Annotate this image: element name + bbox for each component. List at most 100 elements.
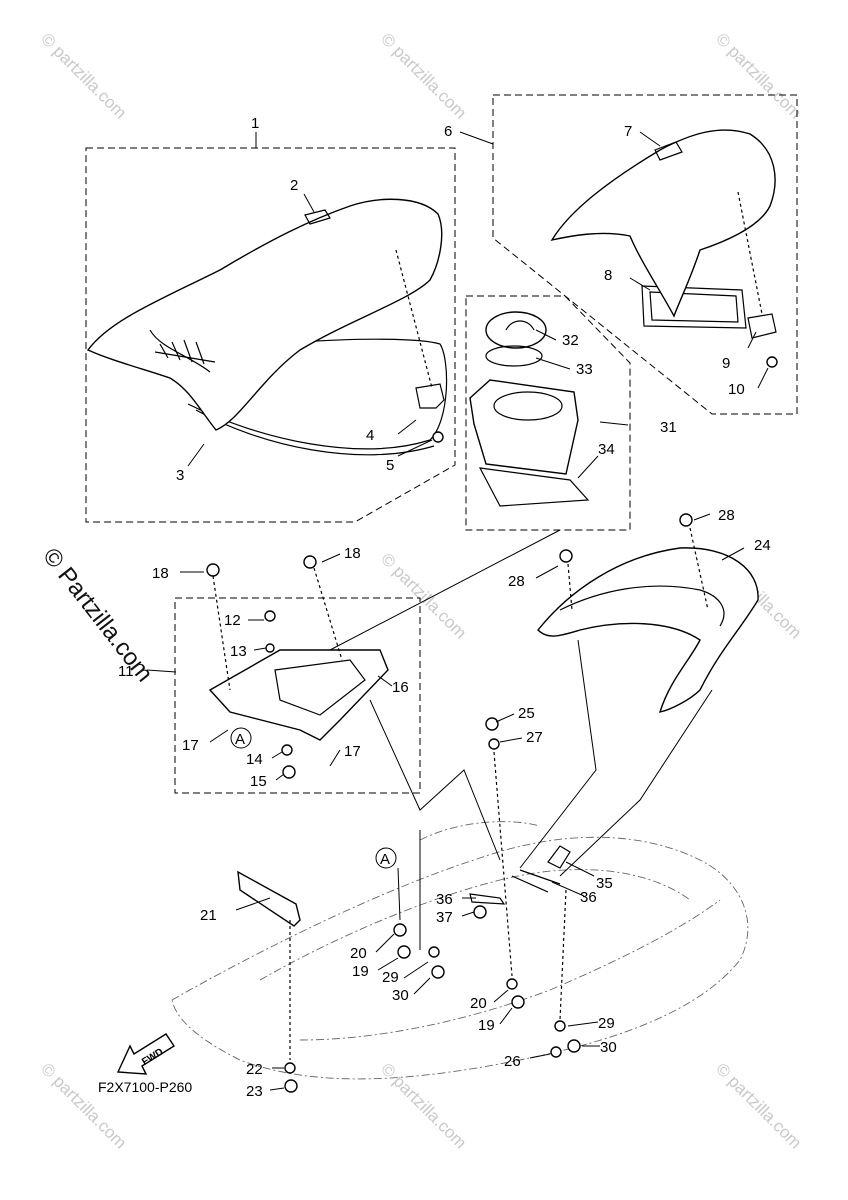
group-box-1 [85, 147, 456, 523]
washer [554, 1020, 566, 1032]
bolt [303, 555, 317, 569]
callout: 21 [200, 907, 217, 924]
callout: 25 [518, 705, 535, 722]
nut [284, 1079, 298, 1093]
ref-a-circle [375, 847, 397, 869]
leader-lines [146, 131, 769, 1091]
handle [537, 547, 759, 713]
bolt [679, 513, 693, 527]
callout: 3 [176, 467, 184, 484]
nut [397, 945, 411, 959]
callout: 29 [382, 969, 399, 986]
stay-bracket [237, 870, 301, 927]
watermark: © partzilla.com [712, 29, 805, 122]
bucket-gasket [478, 467, 590, 507]
nut [432, 431, 444, 443]
callout: 17 [344, 743, 361, 760]
callout: 28 [508, 573, 525, 590]
callout: 18 [152, 565, 169, 582]
seat-base-frame [187, 338, 448, 450]
fwd-arrow: FWD [116, 1033, 175, 1075]
callout: 5 [386, 457, 394, 474]
washer [488, 738, 500, 750]
callout: 9 [722, 355, 730, 372]
callout: 30 [392, 987, 409, 1004]
nut [473, 905, 487, 919]
watermark: © partzilla.com [37, 29, 130, 122]
diagram-code: F2X7100-P260 [98, 1079, 192, 1095]
callout: 6 [444, 123, 452, 140]
washer [393, 923, 407, 937]
callout: 27 [526, 729, 543, 746]
hull-outline [171, 821, 749, 1080]
seat-cover [550, 129, 776, 318]
callout: 8 [604, 267, 612, 284]
bolt [550, 1046, 562, 1058]
connector-line [519, 639, 597, 869]
callout: 30 [600, 1039, 617, 1056]
group-box-11 [174, 597, 421, 794]
bolt [766, 356, 778, 368]
callout: 7 [624, 123, 632, 140]
o-ring [485, 345, 543, 367]
washer [284, 1062, 296, 1074]
front-seat [86, 198, 448, 456]
callout: 18 [344, 545, 361, 562]
connector-line [329, 529, 561, 651]
rear-grab-handle [537, 513, 759, 713]
watermark: © partzilla.com [377, 549, 470, 642]
seat-cover [86, 198, 443, 431]
callout: 33 [576, 361, 593, 378]
seat-latch-bracket [415, 383, 445, 409]
callout: 4 [366, 427, 374, 444]
watermark: © partzilla.com [377, 29, 470, 122]
watermark: © partzilla.com [377, 1059, 470, 1152]
seat-base-frame [641, 285, 747, 329]
nut [431, 965, 445, 979]
washer [281, 744, 293, 756]
bracket [208, 649, 389, 741]
hull-hardware [237, 717, 581, 1093]
callout: 19 [352, 963, 369, 980]
bolt [485, 717, 499, 731]
seat-tab [654, 141, 683, 161]
storage-bucket [469, 379, 579, 475]
watermark: © partzilla.com [37, 1059, 130, 1152]
nut [282, 765, 296, 779]
bolt [206, 563, 220, 577]
connector-line [369, 699, 501, 861]
callout: 13 [230, 643, 247, 660]
washer [428, 946, 440, 958]
storage-compartment [469, 311, 590, 507]
callout: 26 [504, 1053, 521, 1070]
callout: 31 [660, 419, 677, 436]
callout: 29 [598, 1015, 615, 1032]
partzilla-watermark: © Partzilla.com [37, 543, 158, 687]
callouts: 1 2 3 4 5 6 7 8 9 10 11 12 13 14 15 16 1… [118, 115, 771, 1100]
bolt [559, 549, 573, 563]
washer [265, 643, 275, 653]
ref-a-label: A [235, 731, 245, 748]
callout: 12 [224, 612, 241, 629]
connector-line [559, 689, 713, 877]
callout: 17 [182, 737, 199, 754]
rear-seat [550, 129, 778, 368]
callout: 36 [436, 891, 453, 908]
seat-tab [304, 209, 331, 225]
callout: 24 [754, 537, 771, 554]
plate [469, 893, 506, 905]
group-box-31 [465, 295, 631, 531]
connector-line [397, 830, 421, 950]
bolt [264, 610, 276, 622]
callout: 20 [470, 995, 487, 1012]
group-box-6 [492, 94, 798, 415]
ref-a-label: A [380, 851, 390, 868]
callout: 22 [246, 1061, 263, 1078]
washer [506, 978, 518, 990]
watermark: © partzilla.com [712, 1059, 805, 1152]
callout: 32 [562, 332, 579, 349]
u-bolt [547, 845, 571, 869]
callout: 16 [392, 679, 409, 696]
